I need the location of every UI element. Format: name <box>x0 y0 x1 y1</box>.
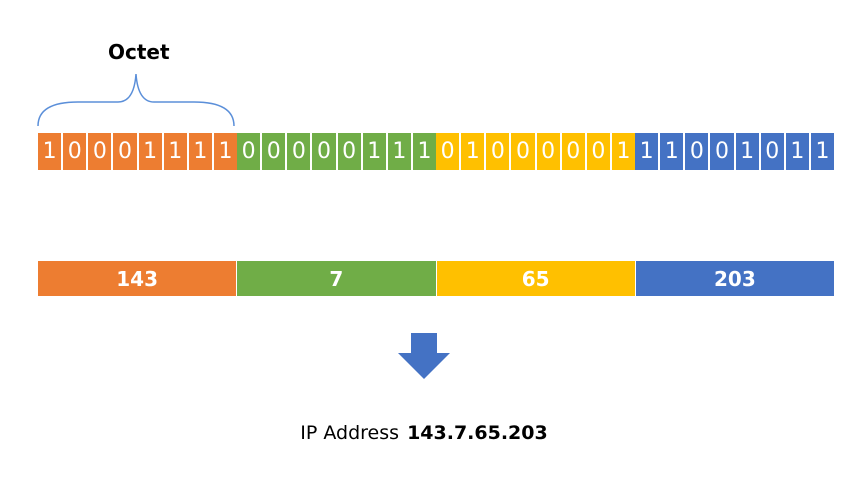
down-arrow-icon <box>398 333 450 379</box>
bit-cell: 0 <box>310 133 336 170</box>
octet-brace <box>37 73 235 127</box>
bit-cell: 0 <box>237 133 261 170</box>
bit-cell: 0 <box>708 133 734 170</box>
bit-cell: 1 <box>783 133 809 170</box>
bit-cell: 1 <box>609 133 635 170</box>
ip-address-label: IP Address <box>300 422 400 444</box>
bit-cell: 0 <box>584 133 610 170</box>
bit-cell: 0 <box>534 133 560 170</box>
bit-cell: 0 <box>559 133 585 170</box>
bit-cell: 1 <box>360 133 386 170</box>
bit-cell: 1 <box>211 133 237 170</box>
bit-cell: 1 <box>161 133 187 170</box>
bit-cell: 1 <box>136 133 162 170</box>
bit-cell: 1 <box>38 133 62 170</box>
octet-label: Octet <box>108 40 170 64</box>
octet-decimal-2: 7 <box>236 261 436 296</box>
octet-decimal-3: 65 <box>435 261 635 296</box>
bit-cell: 1 <box>658 133 684 170</box>
bit-cell: 1 <box>635 133 659 170</box>
bit-cell: 0 <box>509 133 535 170</box>
bit-cell: 0 <box>683 133 709 170</box>
bit-cell: 1 <box>733 133 759 170</box>
bit-cell: 0 <box>260 133 286 170</box>
bit-cell: 1 <box>385 133 411 170</box>
bit-cell: 1 <box>808 133 834 170</box>
bit-cell: 0 <box>758 133 784 170</box>
bit-cell: 0 <box>111 133 137 170</box>
bit-cell: 0 <box>335 133 361 170</box>
bit-cell: 0 <box>436 133 460 170</box>
octet-decimal-4: 203 <box>634 261 834 296</box>
octet-decimal-1: 143 <box>38 261 237 296</box>
bit-cell: 1 <box>459 133 485 170</box>
bit-cell: 0 <box>61 133 87 170</box>
ip-address-line: IP Address 143.7.65.203 <box>0 422 848 444</box>
bit-cell: 1 <box>186 133 212 170</box>
bit-cell: 0 <box>484 133 510 170</box>
bit-cell: 0 <box>86 133 112 170</box>
ip-address-value: 143.7.65.203 <box>407 422 548 444</box>
bit-cell: 1 <box>410 133 436 170</box>
bit-cell: 0 <box>285 133 311 170</box>
